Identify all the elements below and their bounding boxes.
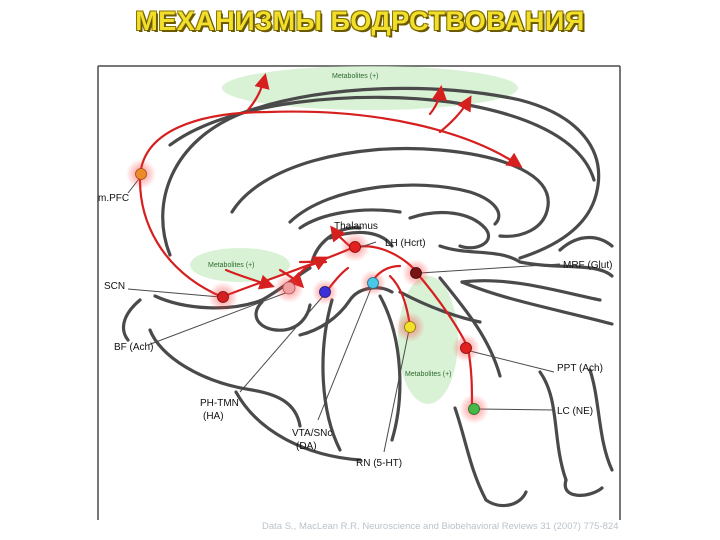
bf-nucleus — [274, 273, 304, 303]
citation: Data S., MacLean R.R. Neuroscience and B… — [262, 521, 619, 532]
ppt-label: PPT (Ach) — [557, 363, 603, 374]
metabolites-region-mid — [190, 248, 290, 282]
lc-label: LC (NE) — [557, 406, 593, 417]
lh-nucleus — [340, 232, 370, 262]
thalamus-label: Thalamus — [334, 221, 378, 232]
mpfc-label: m.PFC — [98, 193, 129, 204]
vta-label: VTA/SNc — [292, 428, 332, 439]
ph-tmn-sublabel: (HA) — [203, 411, 224, 422]
vta-nucleus — [360, 270, 386, 296]
metabolites-top-label: Metabolites (+) — [332, 73, 379, 80]
ppt-nucleus — [452, 334, 480, 362]
rn-nucleus — [395, 312, 425, 342]
ph-tmn-nucleus — [312, 279, 338, 305]
vta-sublabel: (DA) — [296, 441, 317, 452]
mrf-nucleus — [402, 259, 430, 287]
scn-nucleus — [208, 282, 238, 312]
arousal-pathways — [138, 73, 523, 410]
mpfc-nucleus — [126, 159, 156, 189]
lh-label: LH (Hcrt) — [385, 238, 426, 249]
ph-tmn-label: PH-TMN — [200, 398, 239, 409]
metabolites-mid-label: Metabolites (+) — [208, 262, 255, 269]
mrf-label: MRF (Glut) — [563, 260, 612, 271]
lc-nucleus — [459, 394, 489, 424]
nuclei-group — [126, 159, 489, 424]
slide-title: МЕХАНИЗМЫ БОДРСТВОВАНИЯ — [135, 6, 585, 36]
bf-label: BF (Ach) — [114, 342, 153, 353]
label-leaders — [127, 174, 561, 453]
metabolites-low-label-1: Metabolites (+) — [405, 371, 452, 378]
scn-label: SCN — [104, 281, 125, 292]
rn-label: RN (5-HT) — [356, 458, 402, 469]
